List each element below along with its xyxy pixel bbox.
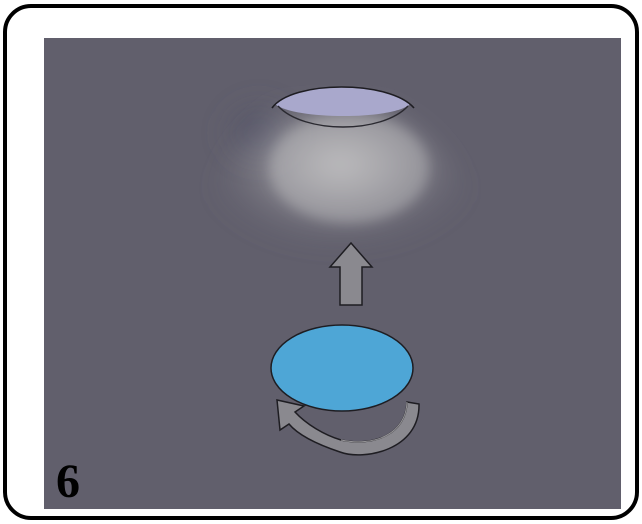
step-number-label: 6 bbox=[56, 458, 80, 506]
diagram-scene: 6 bbox=[44, 38, 621, 509]
panel-frame: 6 bbox=[3, 4, 639, 520]
blue-disc bbox=[271, 325, 413, 411]
top-opening bbox=[275, 88, 410, 117]
light-plume-core bbox=[269, 113, 429, 223]
diagram-illustration bbox=[44, 38, 621, 509]
